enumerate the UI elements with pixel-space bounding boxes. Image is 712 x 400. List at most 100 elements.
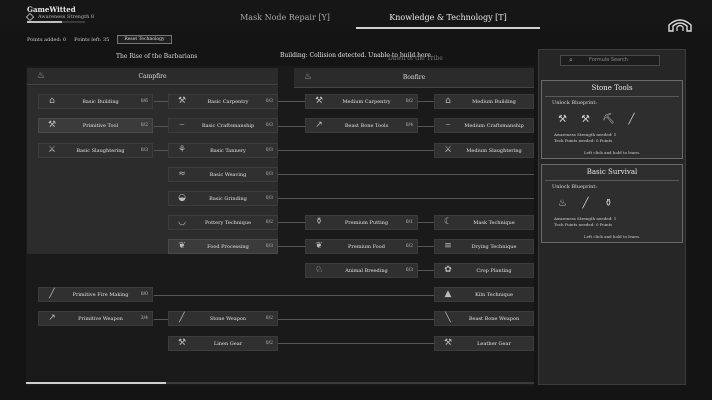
reset-technology-button[interactable]: Reset Technology xyxy=(117,35,172,44)
node-linen-gear[interactable]: ⚒ Linen Gear 0/2 xyxy=(168,336,278,351)
hammer-icon: ⚒ xyxy=(314,96,324,106)
card-req-strength: Awareness Strength needed: 1 xyxy=(554,132,617,137)
bonfire-title: Bonfire xyxy=(402,74,426,81)
connector-line xyxy=(418,222,434,223)
awareness-progress-bar xyxy=(27,21,85,23)
node-animal-breeding[interactable]: ♘ Animal Breeding 0/3 xyxy=(305,263,418,278)
connector-line xyxy=(418,246,434,247)
card-icons: ⚒ ⚒ ⛏ ╱ xyxy=(554,111,640,128)
card-req-points: Tech Points needed: 0 Points xyxy=(554,222,613,227)
connector-line xyxy=(154,101,168,102)
card-unlock-label: Unlock Blueprint: xyxy=(552,100,598,106)
card-hint: Left click and hold to learn. xyxy=(583,234,641,239)
card-icons: ♨ ╱ ⚱ xyxy=(554,195,617,212)
pickaxe-icon[interactable]: ⛏ xyxy=(602,114,615,125)
fire-stick-icon: ╱ xyxy=(49,289,55,299)
tree-subtitle: Dawn of the Tribe xyxy=(388,55,443,62)
node-medium-carpentry[interactable]: ⚒ Medium Carpentry 0/2 xyxy=(305,94,418,109)
node-beast-bone-weapon[interactable]: ╲ Beast Bone Weapon xyxy=(434,311,534,326)
node-pottery-technique[interactable]: ◡ Pottery Technique 0/2 xyxy=(168,215,278,230)
card-hint: Left click and hold to learn. xyxy=(583,150,641,155)
card-stone-tools[interactable]: Stone Tools Unlock Blueprint: ⚒ ⚒ ⛏ ╱ Aw… xyxy=(541,80,683,159)
connector-line xyxy=(278,343,434,344)
stone-axe-icon: ⚒ xyxy=(47,120,57,130)
player-stat: Awareness Strength 8 xyxy=(25,12,94,22)
hide-icon: ⚘ xyxy=(177,145,187,155)
player-name: GameWitted xyxy=(27,5,76,14)
card-req-points: Tech Points needed: 0 Points xyxy=(554,138,613,143)
connector-line xyxy=(278,101,305,102)
drying-rack-icon: ≡ xyxy=(444,241,452,251)
node-premium-putting[interactable]: ⚱ Premium Putting 0/1 xyxy=(305,215,418,230)
node-basic-tannery[interactable]: ⚘ Basic Tannery 0/3 xyxy=(168,143,278,158)
bonfire-header: ♨ Bonfire xyxy=(294,68,534,88)
node-stone-weapon[interactable]: ╱ Stone Weapon 0/2 xyxy=(168,311,278,326)
scrollbar-thumb[interactable] xyxy=(26,382,166,384)
connector-line xyxy=(154,319,168,320)
torch-icon[interactable]: ╱ xyxy=(582,198,589,209)
connector-line xyxy=(278,174,534,175)
node-basic-carpentry[interactable]: ⚒ Basic Carpentry 0/3 xyxy=(168,94,278,109)
connector-line xyxy=(418,101,434,102)
formula-search-input[interactable]: ⌕ Formula Search xyxy=(560,55,660,66)
connector-line xyxy=(154,126,168,127)
node-basic-weaving[interactable]: ≈ Basic Weaving 0/3 xyxy=(168,167,278,182)
card-basic-survival[interactable]: Basic Survival Unlock Blueprint: ♨ ╱ ⚱ A… xyxy=(541,164,683,243)
connector-line xyxy=(278,246,305,247)
campfire-title: Campfire xyxy=(138,72,167,80)
node-kiln-technique[interactable]: ▲ Kiln Technique xyxy=(434,287,534,302)
node-drying-technique[interactable]: ≡ Drying Technique xyxy=(434,239,534,254)
awareness-bar-row xyxy=(27,21,85,23)
node-beast-bone-tools[interactable]: ↗ Beast Bone Tools 0/4 xyxy=(305,118,418,133)
node-basic-slaughtering[interactable]: ⚔ Basic Slaughtering 0/3 xyxy=(38,143,153,158)
node-medium-building[interactable]: ⌂ Medium Building xyxy=(434,94,534,109)
points-left: Points left: 35 xyxy=(74,36,110,43)
seed-icon: ✿ xyxy=(444,265,452,275)
stone-hammer-icon[interactable]: ⚒ xyxy=(581,114,590,125)
awareness-gem-icon xyxy=(25,12,35,22)
node-premium-food[interactable]: ❦ Premium Food 0/2 xyxy=(305,239,418,254)
node-primitive-fire-making[interactable]: ╱ Primitive Fire Making 0/0 xyxy=(38,287,153,302)
tab-knowledge-technology[interactable]: Knowledge & Technology [T] xyxy=(356,9,540,29)
node-medium-craftsmanship[interactable]: ⎯ Medium Craftsmanship xyxy=(434,118,534,133)
bone-tool-icon: ↗ xyxy=(315,120,323,130)
connector-line xyxy=(278,198,534,199)
grindstone-icon: ◒ xyxy=(178,193,186,203)
node-crop-planting[interactable]: ✿ Crop Planting xyxy=(434,263,534,278)
spear-icon[interactable]: ╱ xyxy=(628,114,635,125)
node-primitive-weapon[interactable]: ↗ Primitive Weapon 3/4 xyxy=(38,311,153,326)
stone-axe-icon[interactable]: ⚒ xyxy=(558,114,567,125)
node-medium-slaughtering[interactable]: ⚔ Medium Slaughtering xyxy=(434,143,534,158)
campfire-icon[interactable]: ♨ xyxy=(558,198,567,209)
node-food-processing[interactable]: ❦ Food Processing 0/3 xyxy=(168,239,278,254)
node-leather-gear[interactable]: ⚒ Leather Gear xyxy=(434,336,534,351)
card-req-strength: Awareness Strength needed: 1 xyxy=(554,216,617,221)
game-emblem-icon xyxy=(668,19,692,32)
bonfire-icon: ♨ xyxy=(304,72,313,82)
connector-line xyxy=(278,319,434,320)
node-basic-grinding[interactable]: ◒ Basic Grinding 0/3 xyxy=(168,191,278,206)
node-mask-technique[interactable]: ☾ Mask Technique xyxy=(434,215,534,230)
connector-line xyxy=(278,150,434,151)
connector-line xyxy=(418,270,434,271)
node-basic-craftsmanship[interactable]: ⎯ Basic Craftsmanship 0/3 xyxy=(168,118,278,133)
node-basic-building[interactable]: ⌂ Basic Building 0/6 xyxy=(38,94,153,109)
connector-line xyxy=(154,295,434,296)
stone-spear-icon: ╱ xyxy=(179,313,185,323)
points-added: Points added: 0 xyxy=(27,36,67,43)
card-unlock-label: Unlock Blueprint: xyxy=(552,184,598,190)
tab-mask-node-repair[interactable]: Mask Node Repair [Y] xyxy=(240,13,330,22)
mask-icon: ☾ xyxy=(443,217,453,227)
pouch-icon[interactable]: ⚱ xyxy=(604,198,613,209)
food-icon: ❦ xyxy=(315,241,323,251)
axe-icon: ⚒ xyxy=(177,338,187,348)
tree-horizontal-scrollbar[interactable] xyxy=(26,382,534,384)
campfire-header: ♨ Campfire xyxy=(27,68,278,85)
knife-icon: ⚔ xyxy=(47,145,57,155)
collision-notice: Building: Collision detected. Unable to … xyxy=(280,52,433,59)
spear-icon: ↗ xyxy=(48,313,56,323)
node-primitive-tool[interactable]: ⚒ Primitive Tool 0/2 xyxy=(38,118,153,133)
connector-line xyxy=(278,222,305,223)
hut-icon: ⌂ xyxy=(49,96,55,106)
